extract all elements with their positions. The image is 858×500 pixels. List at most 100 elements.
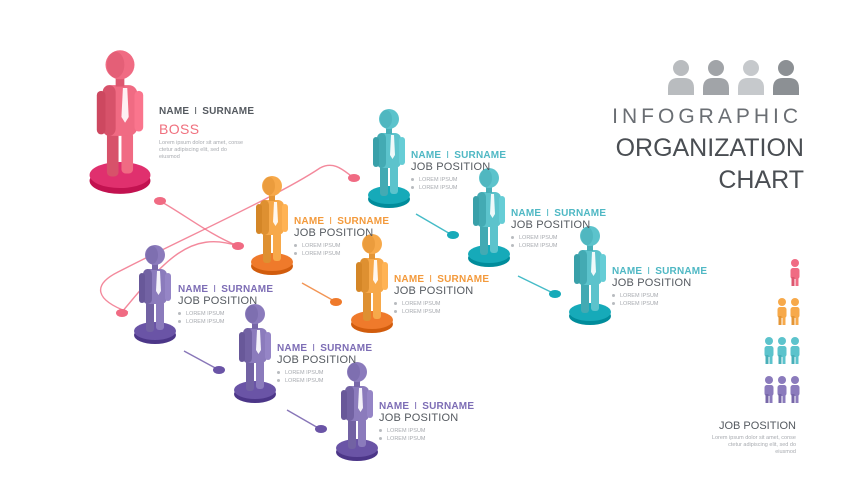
employee-first-name: NAME xyxy=(511,208,542,219)
employee-bullet: LOREM IPSUM xyxy=(294,250,389,258)
people-group-icon xyxy=(668,60,694,95)
employee-separator: I xyxy=(312,343,316,354)
people-group-icon xyxy=(703,60,729,95)
employee-bullet: LOREM IPSUM xyxy=(612,300,707,308)
connector-dot xyxy=(549,290,561,298)
employee-position: JOB POSITION xyxy=(411,161,491,173)
legend-desc-line: Lorem ipsum dolor sit amet, conse xyxy=(711,435,796,441)
employee-card: NAME I SURNAME JOB POSITION LOREM IPSUM LO… xyxy=(379,401,474,443)
employee-separator: I xyxy=(546,208,550,219)
connector-line xyxy=(415,213,453,236)
employee-position: JOB POSITION xyxy=(612,277,692,289)
employee-bullet: LOREM IPSUM xyxy=(277,377,372,385)
connector-dot xyxy=(348,174,360,182)
connector-line xyxy=(183,350,220,371)
connector-dot xyxy=(116,309,128,317)
employee-first-name: NAME xyxy=(612,266,643,277)
employee-position: JOB POSITION xyxy=(379,412,459,424)
boss-figure-icon xyxy=(89,50,151,194)
employee-last-name: SURNAME xyxy=(437,274,490,285)
title-chart: CHART xyxy=(718,166,804,194)
employee-last-name: SURNAME xyxy=(422,401,475,412)
legend-description: Lorem ipsum dolor sit amet, conse ctetur… xyxy=(712,435,796,456)
employee-card: NAME I SURNAME JOB POSITION LOREM IPSUM LO… xyxy=(411,150,506,192)
connector-line xyxy=(301,282,337,303)
teal-legend-figure-icon xyxy=(764,337,774,364)
boss-description: Lorem ipsum dolor sit amet, conse ctetur… xyxy=(159,140,254,161)
employee-name: NAME I SURNAME xyxy=(277,343,372,354)
connector-line xyxy=(286,409,321,430)
employee-position: JOB POSITION xyxy=(511,219,591,231)
pink-legend-figure-icon xyxy=(790,259,800,286)
employee-first-name: NAME xyxy=(379,401,410,412)
teal-legend-figure-icon xyxy=(777,337,787,364)
boss-separator: I xyxy=(194,106,198,117)
purple-employee-figure-icon xyxy=(134,245,176,344)
employee-last-name: SURNAME xyxy=(454,150,507,161)
employee-first-name: NAME xyxy=(277,343,308,354)
employee-bullet: LOREM IPSUM xyxy=(178,310,273,318)
boss-desc-line: eiusmod xyxy=(159,154,180,160)
employee-first-name: NAME xyxy=(394,274,425,285)
employee-bullet: LOREM IPSUM xyxy=(394,308,489,316)
employee-last-name: SURNAME xyxy=(320,343,373,354)
orange-legend-figure-icon xyxy=(790,298,800,325)
employee-separator: I xyxy=(329,216,333,227)
employee-bullet: LOREM IPSUM xyxy=(411,176,506,184)
legend-desc-line: ctetur adipiscing elit, sed do xyxy=(728,442,796,448)
connector-line xyxy=(121,241,239,313)
employee-position: JOB POSITION xyxy=(294,227,374,239)
employee-bullet: LOREM IPSUM xyxy=(178,318,273,326)
employee-name: NAME I SURNAME xyxy=(411,150,506,161)
people-group-icon xyxy=(738,60,764,95)
boss-last-name: SURNAME xyxy=(202,106,255,117)
employee-bullet: LOREM IPSUM xyxy=(511,234,606,242)
employee-separator: I xyxy=(414,401,418,412)
employee-position: JOB POSITION xyxy=(394,285,474,297)
employee-first-name: NAME xyxy=(294,216,325,227)
title-organization: ORGANIZATION xyxy=(615,134,804,162)
employee-separator: I xyxy=(647,266,651,277)
legend-title: JOB POSITION xyxy=(718,420,796,432)
employee-name: NAME I SURNAME xyxy=(612,266,707,277)
purple-legend-figure-icon xyxy=(764,376,774,403)
connector-line xyxy=(517,275,556,295)
employee-bullet: LOREM IPSUM xyxy=(379,427,474,435)
orange-legend-figure-icon xyxy=(777,298,787,325)
employee-last-name: SURNAME xyxy=(554,208,607,219)
connector-dot xyxy=(232,242,244,250)
boss-role: BOSS xyxy=(159,121,200,137)
teal-employee-figure-icon xyxy=(368,109,410,208)
employee-last-name: SURNAME xyxy=(221,284,274,295)
boss-desc-line: ctetur adipiscing elit, sed do xyxy=(159,147,227,153)
connector-dot xyxy=(315,425,327,433)
employee-last-name: SURNAME xyxy=(655,266,708,277)
employee-first-name: NAME xyxy=(411,150,442,161)
title-infographic: INFOGRAPHIC xyxy=(612,105,802,128)
people-group-icon xyxy=(773,60,799,95)
employee-separator: I xyxy=(429,274,433,285)
connector-line xyxy=(99,164,355,313)
employee-bullet: LOREM IPSUM xyxy=(379,435,474,443)
employee-bullet: LOREM IPSUM xyxy=(394,300,489,308)
employee-separator: I xyxy=(446,150,450,161)
employee-position: JOB POSITION xyxy=(178,295,258,307)
boss-desc-line: Lorem ipsum dolor sit amet, conse xyxy=(159,140,244,146)
connector-dot xyxy=(447,231,459,239)
employee-bullet: LOREM IPSUM xyxy=(411,184,506,192)
employee-name: NAME I SURNAME xyxy=(511,208,606,219)
employee-separator: I xyxy=(213,284,217,295)
orange-employee-figure-icon xyxy=(251,176,293,275)
employee-name: NAME I SURNAME xyxy=(379,401,474,412)
connector-dot xyxy=(154,197,166,205)
